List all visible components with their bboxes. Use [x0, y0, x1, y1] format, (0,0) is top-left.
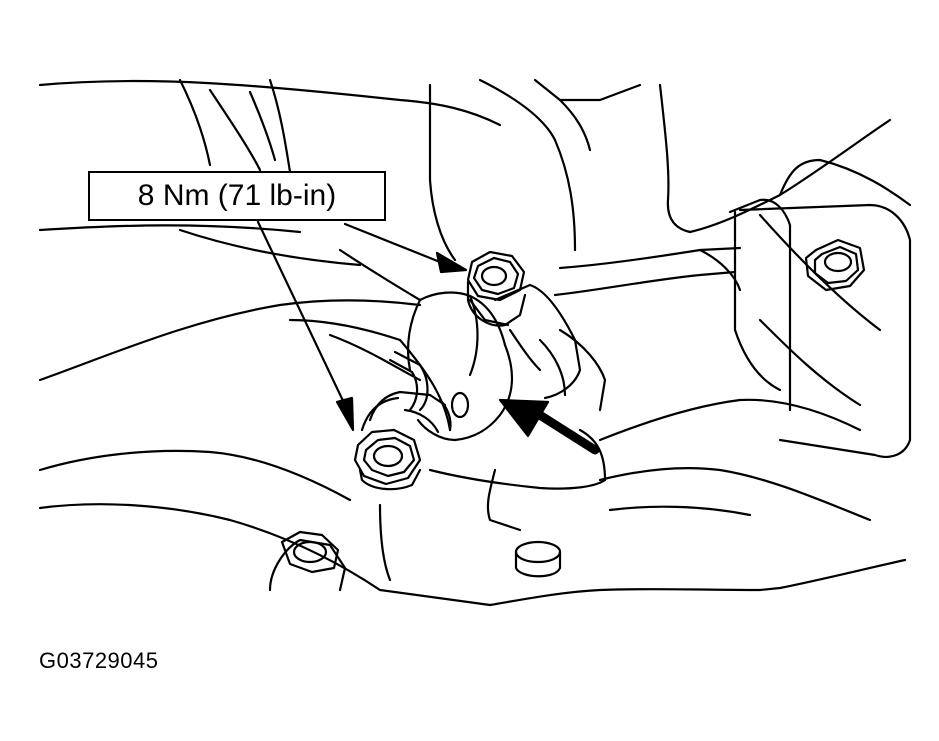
torque-spec-callout: 8 Nm (71 lb-in) [88, 171, 386, 221]
leader-line-lower [256, 220, 355, 432]
figure-id-label: G03729045 [39, 648, 159, 673]
location-arrow [498, 398, 600, 455]
bolt-upper-right [804, 238, 866, 292]
housing-outline [38, 78, 912, 607]
plug-lower [514, 540, 562, 578]
clamp-body [406, 283, 582, 442]
clamp-bolt-lower [353, 428, 422, 491]
leader-line-upper [343, 222, 468, 274]
clamp-strap-lower [360, 350, 452, 434]
clamp-bolt-upper [466, 250, 527, 327]
bolt-lower-left [268, 530, 347, 592]
